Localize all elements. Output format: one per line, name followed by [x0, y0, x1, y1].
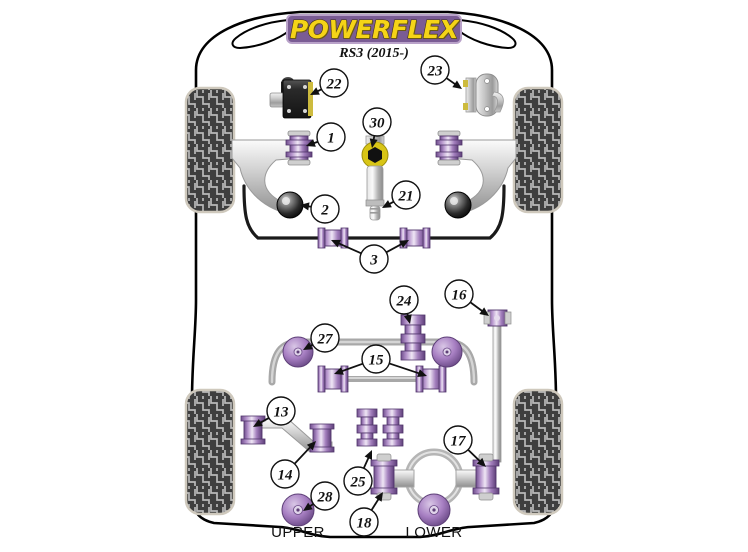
upper-engine-mount-part: [269, 77, 313, 119]
callout-14[interactable]: 14: [270, 441, 316, 489]
upper-damper-mount-disc: [281, 493, 315, 527]
front-anti-roll-bar: [242, 184, 506, 240]
callout-circle: [319, 68, 349, 98]
callout-number: 14: [278, 468, 294, 484]
front-suspension: [231, 73, 517, 249]
tyre-rear-left: [184, 388, 236, 516]
mirror-left: [231, 18, 292, 50]
callout-number: 25: [350, 475, 367, 491]
callout-28[interactable]: 28: [303, 481, 340, 511]
callout-22[interactable]: 22: [310, 68, 349, 98]
callout-number: 17: [451, 434, 467, 450]
callout-circle: [270, 459, 300, 489]
bush-front-wishbone-left: [285, 130, 313, 166]
logo-plate: [286, 14, 462, 44]
callout-21[interactable]: 21: [382, 180, 421, 210]
ball-joint-right: [444, 191, 472, 219]
callout-18[interactable]: 18: [349, 492, 383, 537]
callout-circle: [361, 344, 391, 374]
callout-circle: [359, 244, 389, 274]
mirror-right: [456, 18, 517, 50]
rear-bump-stop-right: [382, 408, 404, 447]
callout-15[interactable]: 15: [334, 344, 427, 377]
lower-label: LOWER: [405, 524, 463, 541]
callout-circle: [443, 425, 473, 455]
callout-1[interactable]: 1: [306, 122, 346, 152]
callout-number: 24: [396, 294, 413, 310]
callout-number: 2: [320, 203, 329, 219]
callout-circle: [444, 279, 474, 309]
callout-2[interactable]: 2: [300, 194, 340, 224]
bush-front-wishbone-right: [435, 130, 463, 166]
callout-24[interactable]: 24: [389, 285, 419, 324]
callout-17[interactable]: 17: [443, 425, 486, 467]
callout-number: 21: [398, 189, 414, 205]
callout-number: 3: [369, 253, 378, 269]
rear-upper-arm-outer-bush-part: [309, 423, 335, 453]
model-title: RS3 (2015-): [339, 46, 409, 61]
rear-spring-isolator-part: [400, 314, 426, 361]
ball-joint-left: [276, 191, 304, 219]
callout-circle: [310, 481, 340, 511]
lower-damper-mount-disc: [417, 493, 451, 527]
tyre-rear-right: [512, 388, 564, 516]
callout-circle: [310, 323, 340, 353]
tyre-front-left: [184, 86, 236, 214]
callout-number: 13: [274, 405, 290, 421]
logo-text: POWERFLEX: [289, 14, 459, 44]
callout-number: 22: [326, 77, 343, 93]
callout-circle: [362, 107, 392, 137]
front-arb-bush-right: [399, 227, 431, 249]
rear-arb-end-mount-left: [282, 336, 314, 368]
rear-arb-bush-right: [415, 365, 447, 393]
callout-number: 16: [452, 288, 468, 304]
callout-27[interactable]: 27: [303, 323, 340, 353]
rear-lower-arm-inner-bush-part: [370, 453, 398, 501]
callout-circle: [343, 466, 373, 496]
callout-25[interactable]: 25: [343, 450, 373, 496]
callout-circle: [310, 194, 340, 224]
callout-16[interactable]: 16: [444, 279, 489, 316]
callout-circle: [266, 396, 296, 426]
callout-number: 1: [327, 131, 335, 147]
callout-number: 30: [369, 116, 386, 132]
callout-number: 15: [369, 353, 385, 369]
callout-circle: [420, 55, 450, 85]
callout-number: 27: [317, 332, 334, 348]
callout-circle: [349, 507, 379, 537]
upper-label: UPPER: [271, 524, 325, 541]
callout-circle: [316, 122, 346, 152]
callout-30[interactable]: 30: [362, 107, 392, 148]
callout-13[interactable]: 13: [253, 396, 296, 427]
rear-suspension: [240, 309, 512, 527]
rear-lower-arm-outer-bush-part: [472, 453, 500, 501]
callout-23[interactable]: 23: [420, 55, 462, 89]
callout-number: 28: [317, 490, 334, 506]
rear-bump-stop-left: [356, 408, 378, 447]
callout-circle: [389, 285, 419, 315]
callout-number: 23: [427, 64, 444, 80]
tyres: [184, 86, 564, 516]
rear-arb-end-mount-right: [431, 336, 463, 368]
callout-number: 18: [357, 516, 373, 532]
callout-circle: [391, 180, 421, 210]
tyre-front-right: [512, 86, 564, 214]
rear-upper-arm-inner-bush-part: [240, 415, 266, 445]
gearbox-mount-part: [463, 73, 504, 117]
callout-3[interactable]: 3: [331, 239, 409, 274]
powerflex-logo: POWERFLEX: [286, 14, 462, 44]
